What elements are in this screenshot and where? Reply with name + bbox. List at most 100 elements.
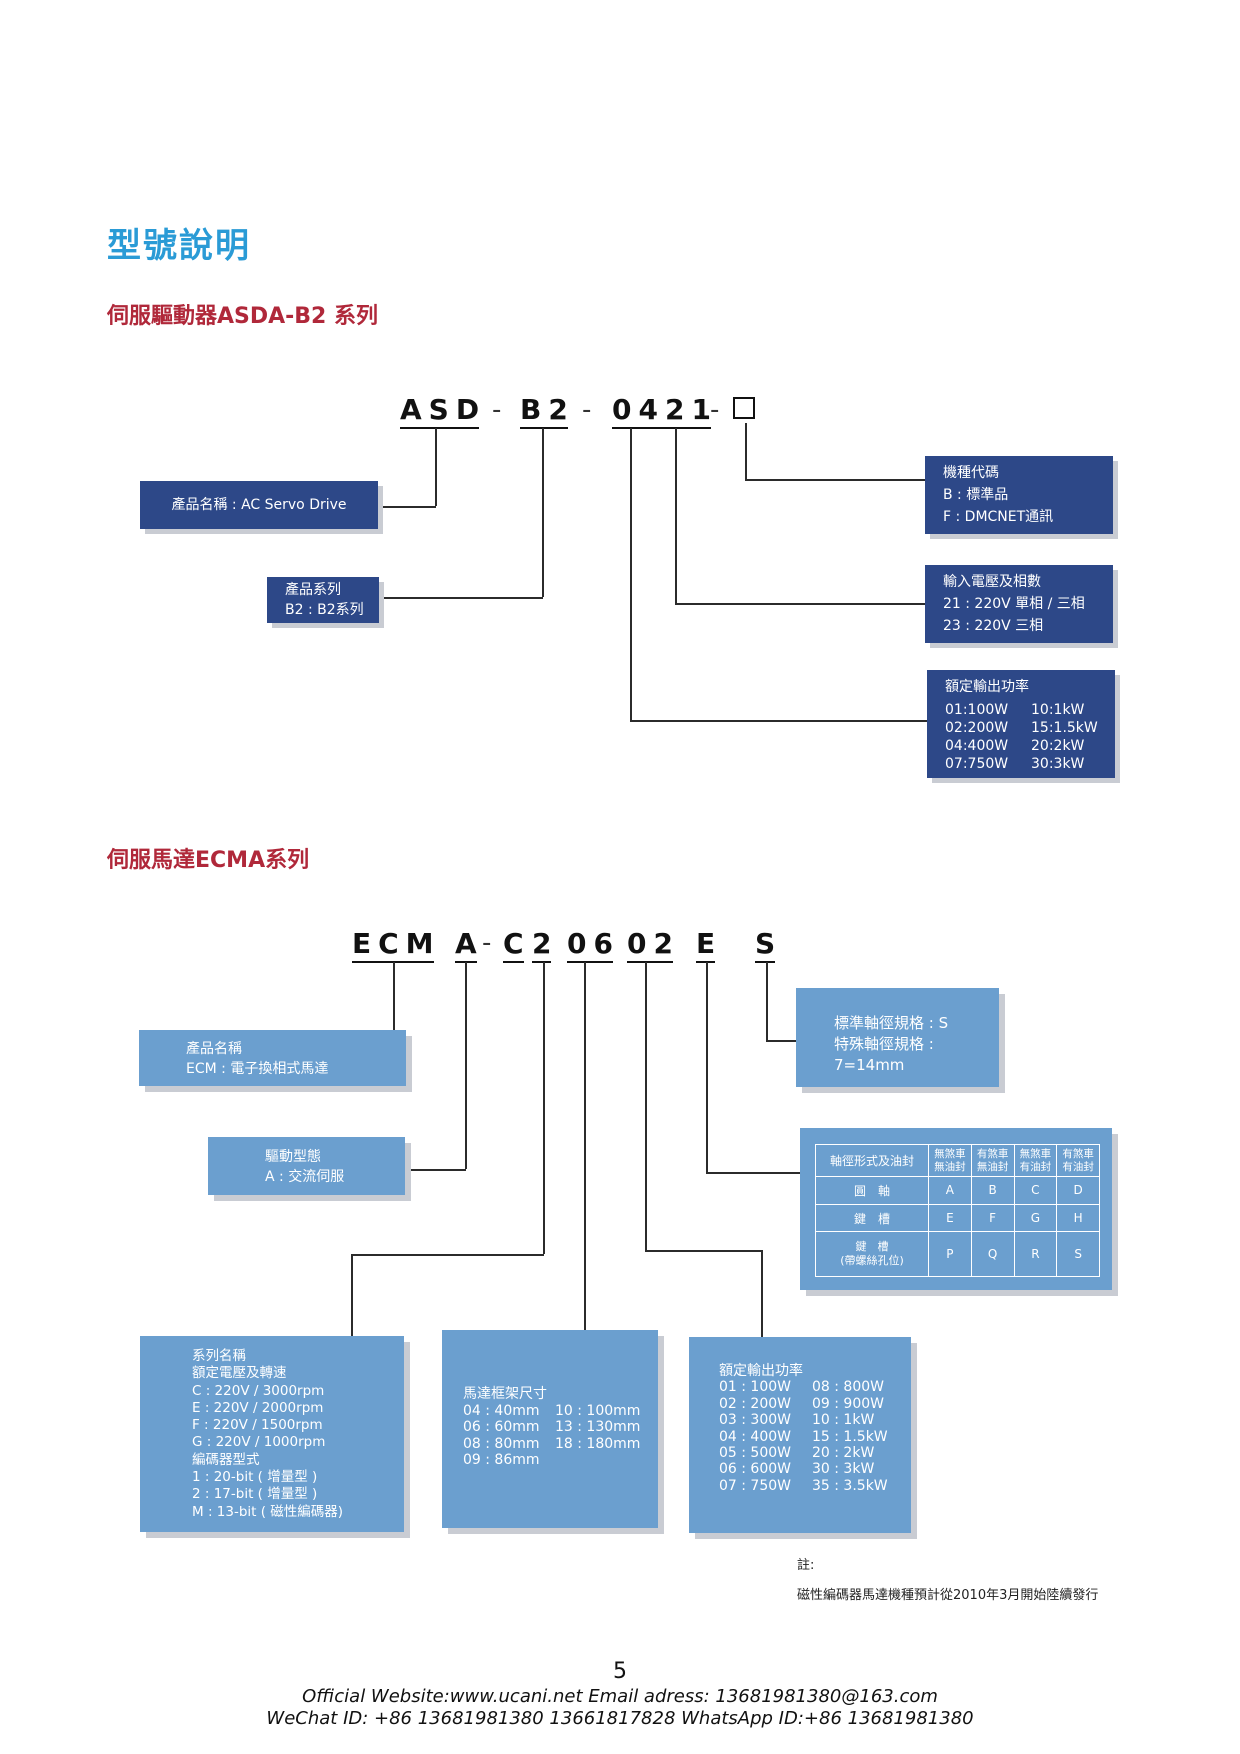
shaft-seal-table: 軸徑形式及油封 無煞車無油封 有煞車無油封 無煞車有油封 有煞車有油封 圓 軸 … [815,1144,1100,1277]
code-asd: ASD [400,393,487,429]
seal-code: D [1056,1176,1100,1205]
seal-code: P [928,1231,972,1277]
seal-code: H [1056,1203,1100,1233]
code-0421: 0421 [612,393,718,429]
connector-line [380,597,543,599]
voltage-heading: 輸入電壓及相數 [943,574,1041,590]
product-name-box: 產品名稱 : AC Servo Drive [140,481,378,529]
series-heading: 產品系列 [285,582,341,598]
seal-code: C [1013,1176,1058,1205]
series-line: E : 220V / 2000rpm [192,1399,324,1416]
connector-line [675,603,925,605]
seal-code: A [928,1176,972,1205]
shaft-standard: 標準軸徑規格 : S [834,1014,949,1032]
series-line: 2 : 17-bit ( 增量型 ) [192,1486,318,1503]
page-title: 型號說明 [107,226,251,266]
connector-line [745,479,925,481]
model-heading: 機種代碼 [943,465,999,481]
seal-col-header: 無煞車無油封 [928,1144,972,1177]
series-line: C : 220V / 3000rpm [192,1382,325,1399]
code-e: E [696,927,723,963]
code-a: A [455,927,484,963]
frame-row: 09 : 86mm [463,1452,540,1468]
seal-code: F [970,1203,1015,1233]
connector-line [766,962,768,1040]
code-02: 02 [627,927,680,963]
code-06: 06 [567,927,620,963]
series-line: 1 : 20-bit ( 增量型 ) [192,1469,318,1486]
connector-line [761,1250,763,1337]
motor-power-heading: 額定輸出功率 [719,1363,803,1379]
footer-contact-line2: WeChat ID: +86 13681981380 13661817828 W… [266,1708,974,1729]
model-code-box: 機種代碼 B : 標準品 F : DMCNET通訊 [925,456,1113,534]
code-b2: B2 [520,393,575,429]
series-line: M : 13-bit ( 磁性編碼器) [192,1503,344,1520]
connector-line [378,506,436,508]
product-name-text: 產品名稱 : AC Servo Drive [171,497,347,513]
connector-line [645,1250,762,1252]
drive-section-title: 伺服驅動器ASDA-B2 系列 [107,304,379,329]
shaft-special: 特殊軸徑規格 : [834,1035,934,1053]
seal-col-header: 有煞車有油封 [1056,1144,1100,1177]
seal-code: S [1056,1231,1100,1277]
seal-col-header: 有煞車無油封 [970,1144,1015,1177]
seal-row-label: 圓 軸 [815,1176,929,1205]
code-ecm: ECM [352,927,441,963]
motor-series-box: 系列名稱 額定電壓及轉速 C : 220V / 3000rpm E : 220V… [140,1336,404,1532]
connector-line [630,428,632,720]
series-line: 額定電壓及轉速 [192,1365,287,1382]
drive-type-heading: 驅動型態 [265,1149,321,1165]
connector-line [351,1254,544,1256]
note-text: 磁性編碼器馬達機種預計從2010年3月開始陸續發行 [797,1588,1099,1603]
table-row: 鍵 槽 E F G H [815,1203,1100,1233]
connector-line [645,962,647,1250]
drive-type-box: 驅動型態 A : 交流伺服 [208,1137,405,1195]
table-row: 圓 軸 A B C D [815,1176,1100,1205]
drive-power-heading: 額定輸出功率 [945,679,1029,695]
code-model-placeholder-box [733,397,755,419]
code-s: S [755,927,783,963]
code-dash: - [710,395,720,425]
drive-type-value: A : 交流伺服 [265,1169,345,1185]
seal-code: Q [970,1231,1015,1277]
series-line: 編碼器型式 [192,1451,260,1468]
series-line: F : 220V / 1500rpm [192,1417,323,1434]
note-label: 註: [797,1558,815,1573]
seal-col-header: 無煞車有油封 [1013,1144,1058,1177]
connector-line [630,720,927,722]
series-value: B2 : B2系列 [285,602,364,618]
shaft-special-value: 7=14mm [834,1056,905,1074]
connector-line [745,423,747,479]
series-line: 系列名稱 [192,1348,246,1364]
footer-contact-line1: Official Website:www.ucani.net Email adr… [302,1686,938,1707]
seal-code: R [1013,1231,1058,1277]
seal-row-label: 鍵 槽 [815,1203,929,1233]
frame-heading: 馬達框架尺寸 [463,1386,547,1402]
seal-code: E [928,1203,972,1233]
connector-line [542,428,544,597]
model-option-f: F : DMCNET通訊 [943,509,1054,525]
motor-product-name-box: 產品名稱 ECM : 電子換相式馬達 [139,1030,406,1086]
code-dash: - [582,395,592,425]
connector-line [766,1040,796,1042]
model-option-b: B : 標準品 [943,487,1009,503]
connector-line [706,962,708,1172]
motor-product-value: ECM : 電子換相式馬達 [186,1061,329,1077]
connector-line [706,1172,802,1174]
shaft-spec-box: 標準軸徑規格 : S 特殊軸徑規格 : 7=14mm [796,988,999,1087]
